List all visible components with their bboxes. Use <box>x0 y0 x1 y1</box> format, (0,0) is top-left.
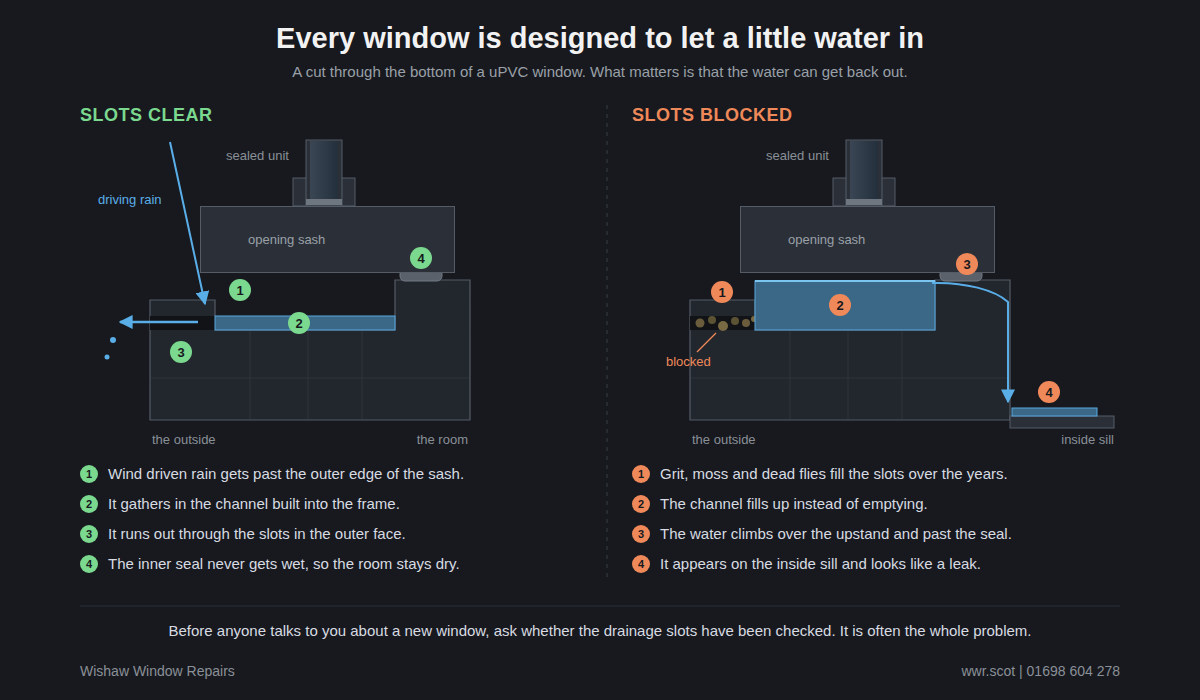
part-name: opening sash <box>788 232 865 247</box>
window-section-blocked-part <box>755 281 935 330</box>
side-label: inside sill <box>1061 432 1114 448</box>
callout-number: 4 <box>417 251 424 266</box>
window-section-blocked-part <box>696 319 705 328</box>
footer-rule <box>80 606 1120 607</box>
step-number: 2 <box>80 495 98 513</box>
callout-number: 1 <box>86 468 92 480</box>
side-label: the outside <box>152 432 216 448</box>
window-section-blocked-part <box>742 319 750 327</box>
window-section-clear-part <box>308 331 309 419</box>
callout-number: 3 <box>956 253 978 275</box>
window-section-clear-part <box>105 355 110 360</box>
callout-number: 4 <box>638 558 644 570</box>
window-section-clear-part <box>306 140 342 206</box>
window-section-blocked-part <box>691 378 1009 379</box>
step-number: 1 <box>80 465 98 483</box>
callout-number: 4 <box>1045 385 1052 400</box>
side-label: the room <box>417 432 468 448</box>
window-section-clear-part <box>362 331 363 419</box>
step-text: Grit, moss and dead flies fill the slots… <box>660 465 1008 483</box>
callout-number: 2 <box>288 312 310 334</box>
callout-number: 2 <box>86 498 92 510</box>
step-text: The water climbs over the upstand and pa… <box>660 525 1012 543</box>
window-section-blocked-part <box>690 316 755 330</box>
window-section-clear <box>105 140 471 420</box>
step-text: Wind driven rain gets past the outer edg… <box>108 465 464 483</box>
callout-number: 1 <box>229 279 251 301</box>
step-number: 1 <box>632 465 650 483</box>
window-section-blocked-part <box>718 321 728 331</box>
page-title: Every window is designed to let a little… <box>276 21 924 56</box>
step-number: 4 <box>632 555 650 573</box>
window-section-clear-part <box>306 199 342 205</box>
panel-heading: SLOTS BLOCKED <box>632 105 793 127</box>
window-section-blocked <box>690 140 1114 428</box>
window-section-blocked-part <box>846 199 882 205</box>
callout-number: 4 <box>410 247 432 269</box>
window-section-blocked-part <box>1010 416 1114 428</box>
step-text: It gathers in the channel built into the… <box>108 495 400 513</box>
callout-number: 1 <box>711 281 733 303</box>
step-number: 3 <box>80 525 98 543</box>
step-text: The inner seal never gets wet, so the ro… <box>108 555 460 573</box>
sealed-unit: sealed unit <box>762 144 833 166</box>
callout-number: 2 <box>836 298 843 313</box>
side-label: the outside <box>692 432 756 448</box>
part-name: opening sash <box>248 232 325 247</box>
contact-details: wwr.scot | 01698 604 278 <box>961 663 1120 680</box>
panel-divider <box>606 105 608 578</box>
window-section-blocked-part <box>846 140 882 206</box>
callout-number: 3 <box>638 528 644 540</box>
window-section-blocked-part <box>1012 408 1097 416</box>
callout-number: 3 <box>86 528 92 540</box>
step-number: 4 <box>80 555 98 573</box>
window-section-blocked-part <box>697 333 716 352</box>
step-text: The channel fills up instead of emptying… <box>660 495 928 513</box>
window-section-clear-part <box>120 321 198 324</box>
window-section-blocked-part <box>755 280 935 282</box>
callout-number: 3 <box>963 257 970 272</box>
window-section-blocked-part <box>690 280 1010 420</box>
footer-note: Before anyone talks to you about a new w… <box>168 622 1031 640</box>
window-section-clear-part <box>110 337 116 343</box>
window-section-clear-part <box>150 280 470 420</box>
window-section-clear-part <box>250 331 251 419</box>
window-section-blocked-part <box>708 316 716 324</box>
arrow-label: driving rain <box>98 192 162 208</box>
callout-number: 2 <box>638 498 644 510</box>
window-section-blocked-part <box>731 317 739 325</box>
part-name: sealed unit <box>226 148 289 163</box>
callout-label: blocked <box>666 354 711 370</box>
window-section-clear-part <box>310 141 338 199</box>
callout-number: 1 <box>638 468 644 480</box>
page-caption: A cut through the bottom of a uPVC windo… <box>292 63 907 81</box>
window-section-blocked-part <box>790 331 791 419</box>
part-name: sealed unit <box>766 148 829 163</box>
window-section-blocked-part <box>902 331 903 419</box>
callout-number: 4 <box>1038 381 1060 403</box>
callout-number: 4 <box>86 558 92 570</box>
window-section-blocked-part <box>932 283 1008 402</box>
step-text: It appears on the inside sill and looks … <box>660 555 981 573</box>
panel-heading: SLOTS CLEAR <box>80 105 213 127</box>
callout-number: 2 <box>295 316 302 331</box>
step-text: It runs out through the slots in the out… <box>108 525 406 543</box>
callout-number: 2 <box>829 294 851 316</box>
callout-number: 1 <box>236 283 243 298</box>
callout-number: 1 <box>718 285 725 300</box>
callout-number: 3 <box>170 341 192 363</box>
callout-number: 3 <box>177 345 184 360</box>
window-section-blocked-part <box>848 331 849 419</box>
window-section-blocked-part <box>850 141 878 199</box>
window-section-clear-part <box>151 378 469 379</box>
step-number: 3 <box>632 525 650 543</box>
company-name: Wishaw Window Repairs <box>80 663 235 680</box>
sealed-unit: sealed unit <box>222 144 293 166</box>
step-number: 2 <box>632 495 650 513</box>
